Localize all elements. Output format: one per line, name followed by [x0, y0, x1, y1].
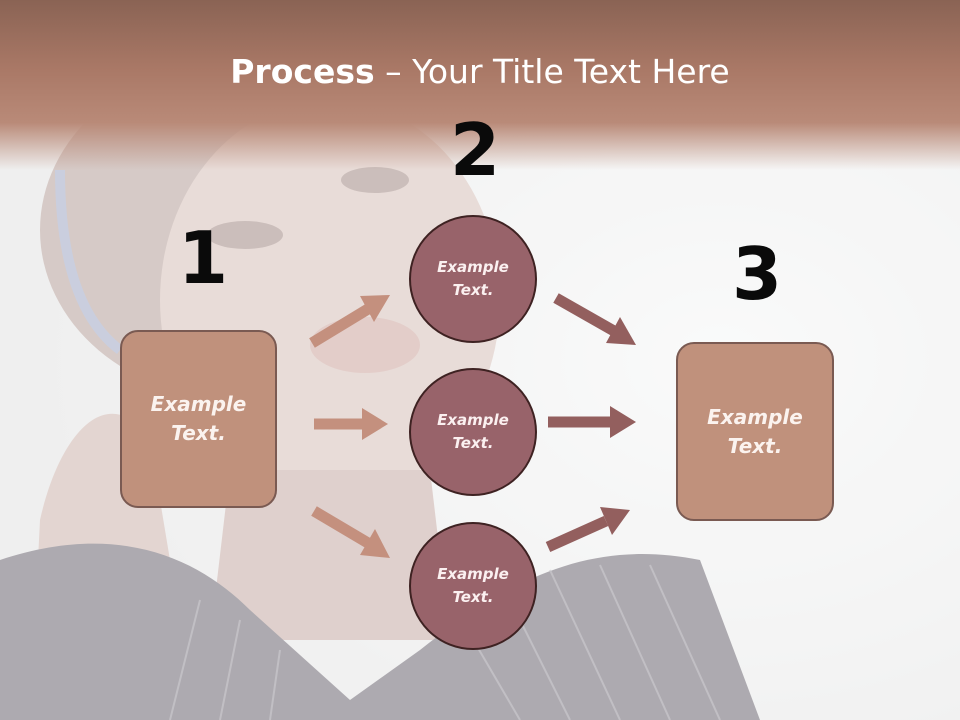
title-bar: [0, 0, 960, 170]
slide-title: Process – Your Title Text Here: [0, 52, 960, 91]
arrow-box1-to-circle-bottom: [311, 506, 390, 558]
circle-middle: Example Text.: [409, 368, 537, 496]
title-bold: Process: [230, 52, 375, 91]
step-number-3: 3: [732, 232, 783, 316]
step-box-3-label: Example Text.: [707, 404, 803, 458]
arrow-box1-to-circle-top: [309, 295, 390, 348]
step-box-1: Example Text.: [120, 330, 277, 508]
arrow-circle-mid-to-box3: [548, 406, 636, 438]
step-number-1: 1: [178, 216, 229, 300]
circle-top-label: Example Text.: [437, 258, 509, 299]
circle-bottom-label: Example Text.: [437, 565, 509, 606]
arrow-circle-top-to-box3: [553, 293, 636, 345]
arrow-box1-to-circle-mid: [314, 408, 388, 440]
step-box-3: Example Text.: [676, 342, 834, 521]
title-rest: – Your Title Text Here: [374, 52, 730, 91]
circle-top: Example Text.: [409, 215, 537, 343]
step-box-1-label: Example Text.: [150, 392, 247, 445]
step-number-2: 2: [450, 108, 501, 192]
circle-bottom: Example Text.: [409, 522, 537, 650]
circle-middle-label: Example Text.: [437, 411, 509, 452]
arrow-circle-bottom-to-box3: [545, 507, 630, 553]
